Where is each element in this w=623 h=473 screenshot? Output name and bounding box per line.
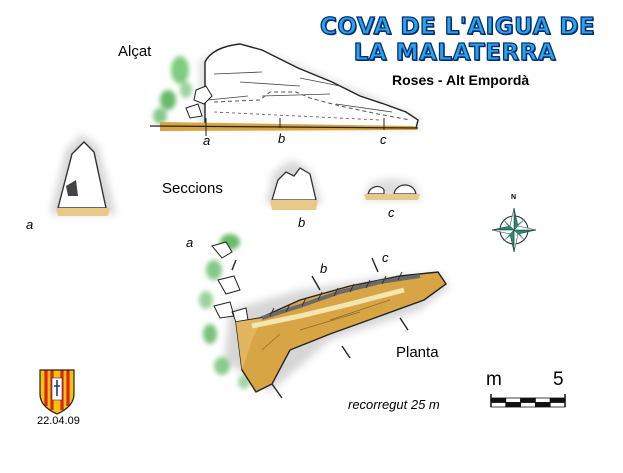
scale-segment-bottom bbox=[505, 402, 521, 408]
plan-marker-b: b bbox=[320, 261, 328, 276]
scale-unit-label: m bbox=[486, 369, 502, 390]
cave-title-line-1: COVA DE L'AIGUA DE bbox=[319, 13, 596, 40]
elevation-drawing bbox=[149, 43, 420, 136]
sections-label: Seccions bbox=[162, 180, 223, 197]
section-marker-c: c bbox=[388, 205, 395, 220]
scale-length-label: 5 bbox=[553, 369, 564, 390]
route-length: recorregut 25 m bbox=[348, 397, 440, 412]
location-region: Alt Empordà bbox=[445, 72, 530, 88]
scale-segment-top bbox=[505, 397, 521, 403]
scale-segment-bottom bbox=[520, 402, 536, 408]
scale-segment-top bbox=[535, 397, 551, 403]
section-b-drawing bbox=[266, 160, 322, 210]
survey-date: 22.04.09 bbox=[37, 415, 80, 427]
plan-marker-c: c bbox=[382, 250, 389, 265]
scale-segment-top bbox=[520, 397, 536, 403]
elevation-marker-b: b bbox=[278, 131, 286, 146]
scale-segment-top bbox=[549, 397, 566, 403]
section-a-drawing bbox=[50, 134, 116, 216]
plan-marker-a: a bbox=[186, 235, 194, 250]
scale-segment-bottom bbox=[535, 402, 551, 408]
cave-title-line-2: LA MALATERRA bbox=[353, 39, 557, 66]
section-marker-b: b bbox=[298, 215, 306, 230]
elevation-marker-c: c bbox=[380, 132, 387, 147]
location: Roses - Alt Empordà bbox=[392, 72, 529, 88]
scale-segment-bottom bbox=[549, 402, 566, 408]
scale-segment-top bbox=[490, 397, 507, 403]
scale-segment-bottom bbox=[490, 402, 507, 408]
elevation-vegetation bbox=[153, 56, 192, 124]
location-town: Roses bbox=[392, 72, 435, 88]
scale-bar bbox=[490, 394, 566, 408]
section-marker-a: a bbox=[26, 217, 34, 232]
compass-rose-icon bbox=[491, 207, 537, 253]
compass-north-label: N bbox=[511, 194, 517, 201]
elevation-marker-a: a bbox=[203, 133, 211, 148]
section-c-drawing bbox=[362, 178, 422, 200]
elevation-label: Alçat bbox=[118, 43, 152, 60]
plan-drawing bbox=[199, 234, 450, 399]
location-separator: - bbox=[437, 72, 443, 88]
plan-label: Planta bbox=[396, 344, 439, 361]
catalan-shield-icon bbox=[39, 369, 75, 415]
